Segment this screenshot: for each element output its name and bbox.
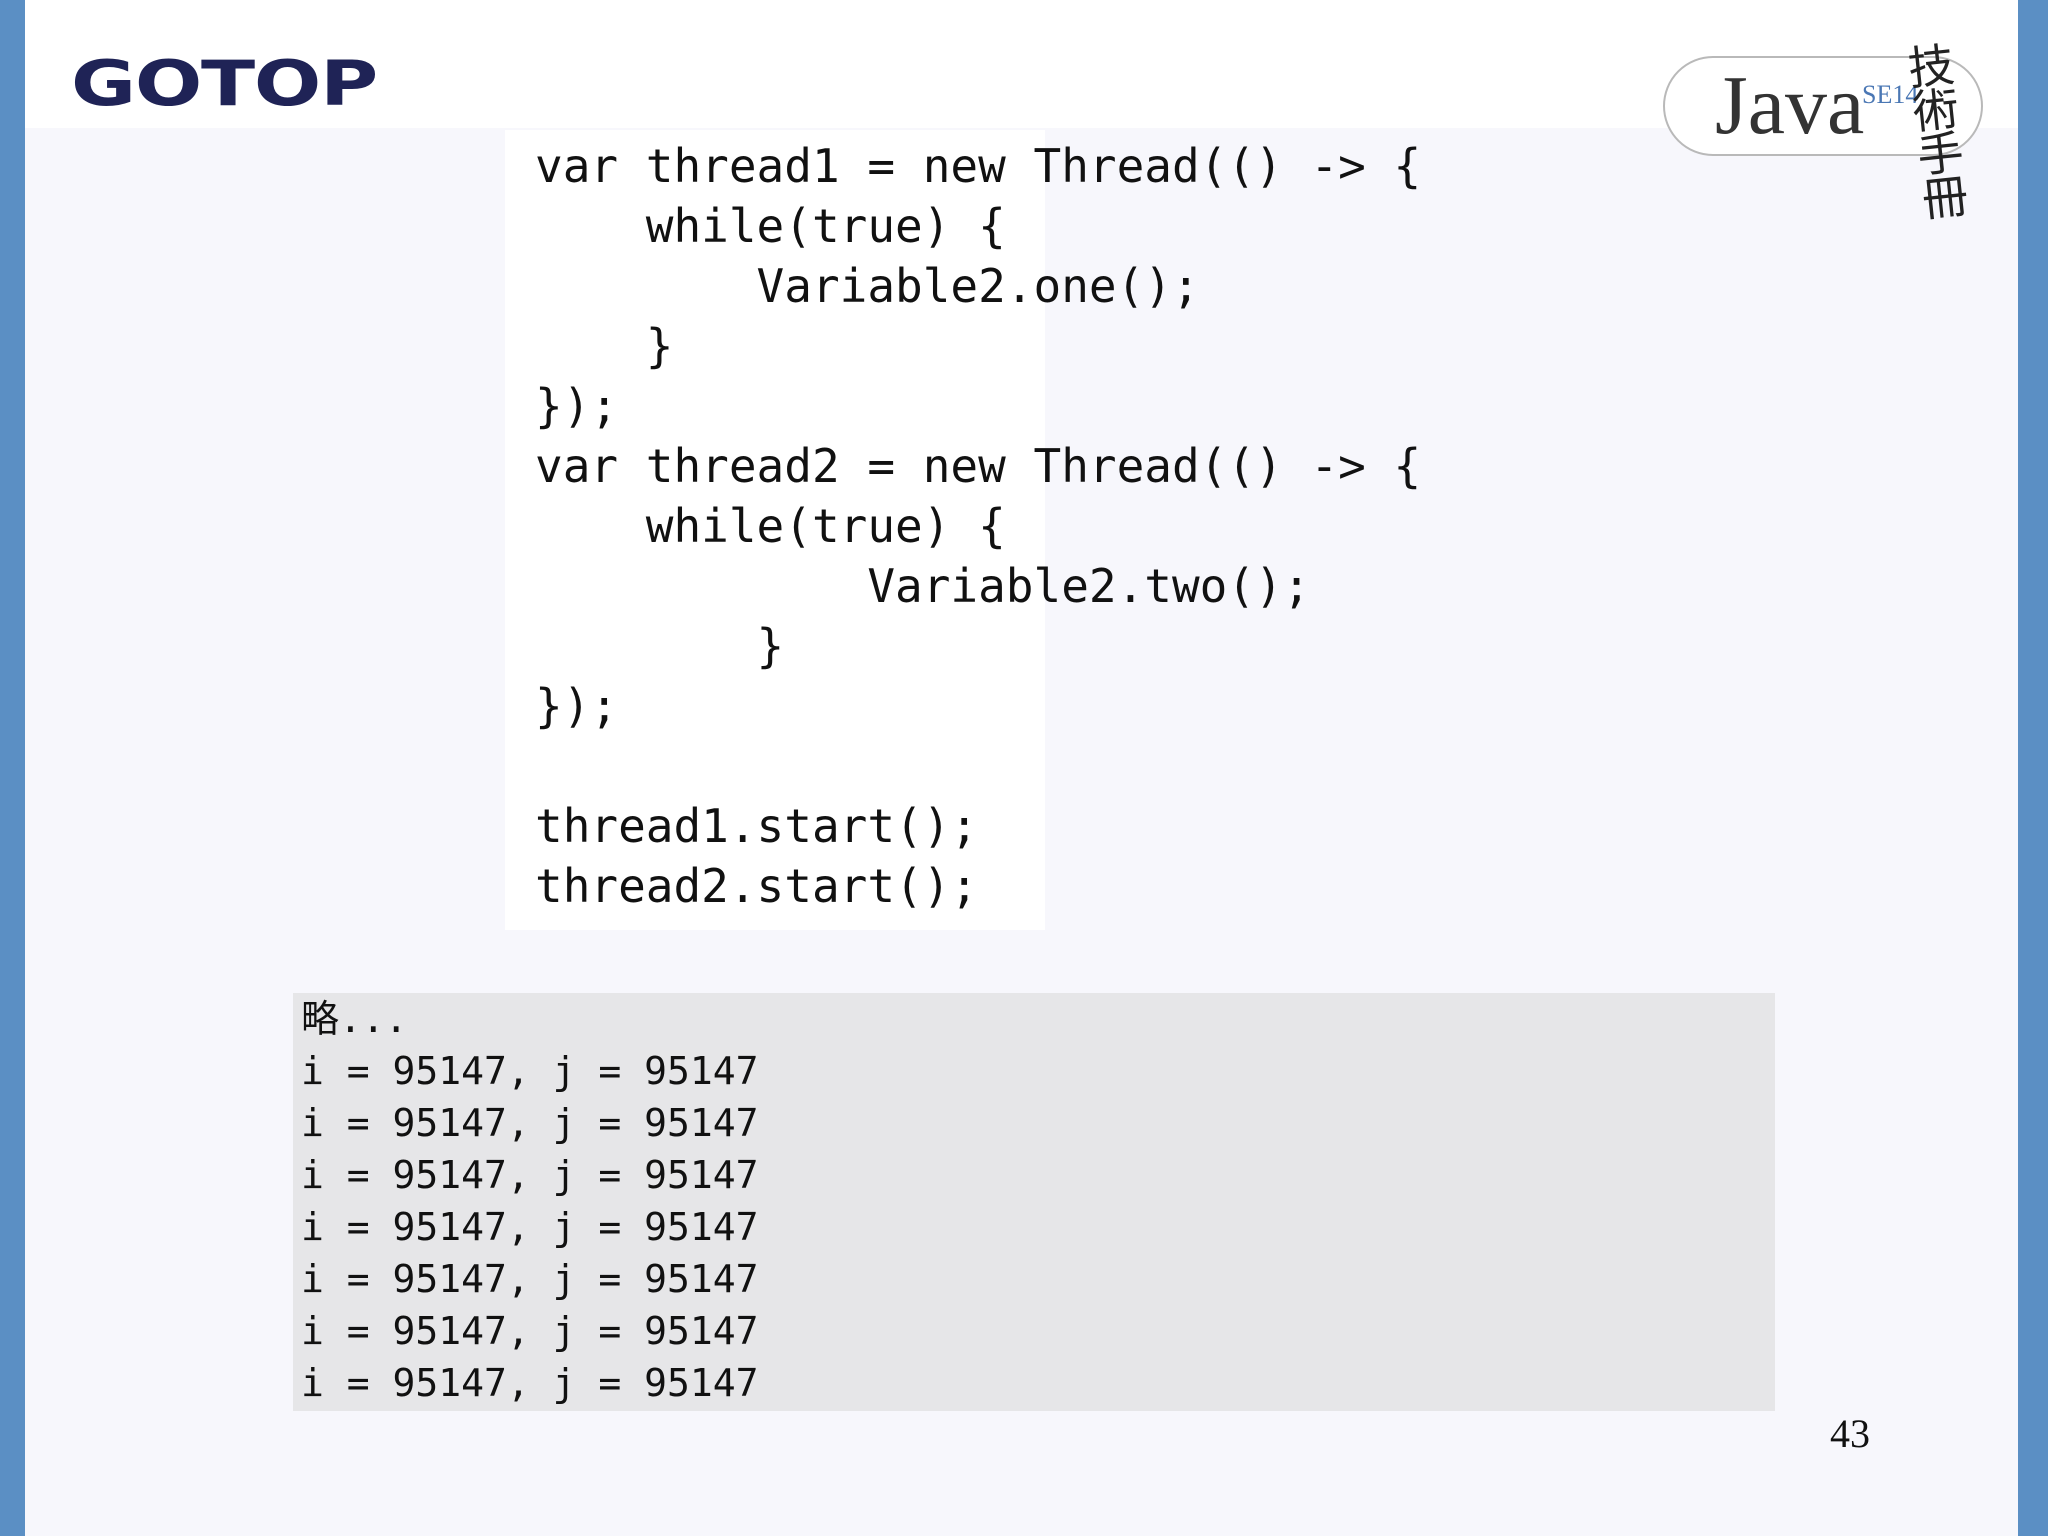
console-line: i = 95147, j = 95147 <box>301 1361 759 1405</box>
code-line: } <box>535 319 674 373</box>
code-line: thread1.start(); <box>535 799 979 853</box>
console-line: i = 95147, j = 95147 <box>301 1257 759 1301</box>
console-line: i = 95147, j = 95147 <box>301 1101 759 1145</box>
console-line: i = 95147, j = 95147 <box>301 1309 759 1353</box>
console-output: 略... i = 95147, j = 95147 i = 95147, j =… <box>293 993 1775 1411</box>
code-line: Variable2.two(); <box>535 559 1311 613</box>
code-line: }); <box>535 679 619 733</box>
console-line: i = 95147, j = 95147 <box>301 1153 759 1197</box>
code-line: while(true) { <box>535 499 1006 553</box>
code-line: while(true) { <box>535 199 1006 253</box>
console-line: i = 95147, j = 95147 <box>301 1205 759 1249</box>
badge-outline <box>1663 56 1983 156</box>
code-line: thread2.start(); <box>535 859 979 913</box>
code-line: } <box>535 619 785 673</box>
slide: GOTOP Java SE14 技術手冊 var thread1 = new T… <box>25 0 2018 1536</box>
console-line: i = 95147, j = 95147 <box>301 1049 759 1093</box>
gotop-logo: GOTOP <box>71 47 378 120</box>
badge-edition: SE14 <box>1862 80 1919 109</box>
code-line: Variable2.one(); <box>535 259 1200 313</box>
code-line: }); <box>535 379 619 433</box>
java-se14-badge: Java SE14 技術手冊 <box>1635 37 2005 227</box>
console-line: 略... <box>301 997 408 1041</box>
badge-java-text: Java <box>1715 59 1865 152</box>
code-line: var thread2 = new Thread(() -> { <box>535 439 1422 493</box>
badge-tagline: 技術手冊 <box>1905 37 1971 228</box>
page-number: 43 <box>1830 1411 1870 1456</box>
code-line: var thread1 = new Thread(() -> { <box>535 139 1422 193</box>
code-block <box>505 130 1045 930</box>
